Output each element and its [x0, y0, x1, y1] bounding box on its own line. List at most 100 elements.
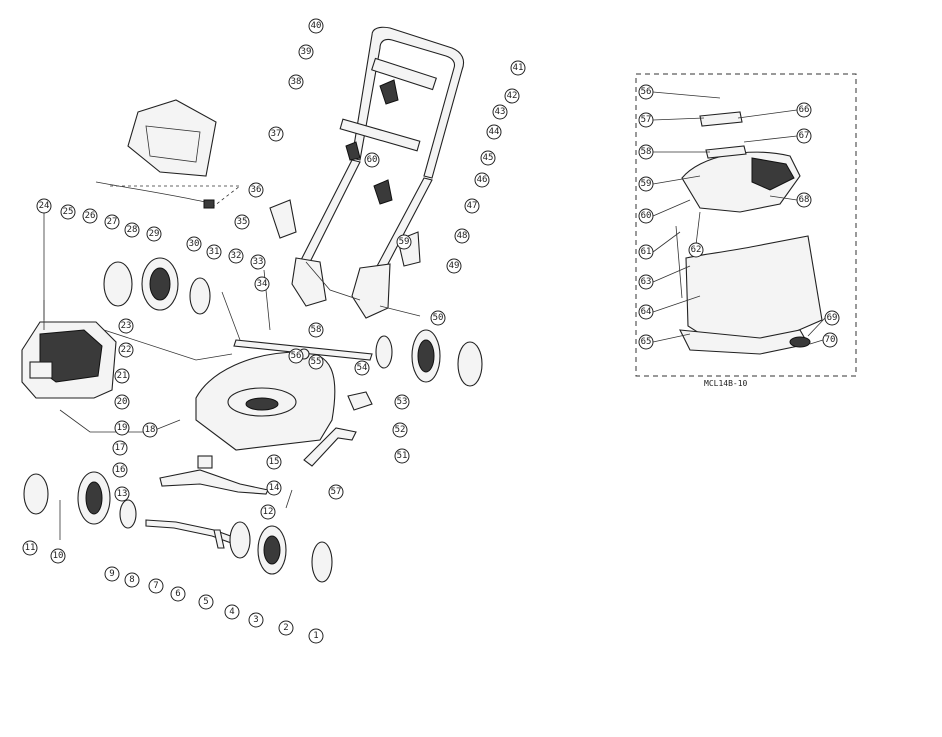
callout-30: 30 — [186, 236, 202, 252]
svg-text:58: 58 — [311, 325, 322, 335]
svg-text:28: 28 — [127, 225, 138, 235]
grass-bag-top — [127, 99, 217, 177]
svg-text:21: 21 — [117, 371, 128, 381]
callout-45: 45 — [480, 150, 496, 166]
callout-60: 60 — [364, 152, 380, 168]
inset-caption: MCL14B-10 — [704, 379, 748, 388]
callout-20: 20 — [114, 394, 130, 410]
svg-text:53: 53 — [397, 397, 408, 407]
callout-17: 17 — [112, 440, 128, 456]
svg-text:16: 16 — [115, 465, 126, 475]
grass-catcher-inset: 56 57 58 59 60 61 62 63 64 65 66 67 68 6… — [635, 73, 857, 388]
svg-text:54: 54 — [357, 363, 368, 373]
callout-29: 29 — [146, 226, 162, 242]
inset-callout-70: 70 — [822, 332, 838, 348]
callouts-main: 1 2 3 4 5 6 7 8 9 10 11 12 13 14 15 16 1… — [22, 18, 526, 644]
callout-1: 1 — [308, 628, 324, 644]
svg-text:46: 46 — [477, 175, 488, 185]
callout-11: 11 — [22, 540, 38, 556]
callout-36: 36 — [248, 182, 264, 198]
svg-text:9: 9 — [109, 569, 114, 579]
svg-text:56: 56 — [291, 351, 302, 361]
svg-text:6: 6 — [175, 589, 180, 599]
callout-51: 51 — [394, 448, 410, 464]
svg-text:22: 22 — [121, 345, 132, 355]
svg-text:30: 30 — [189, 239, 200, 249]
callout-15: 15 — [266, 454, 282, 470]
svg-text:1: 1 — [313, 631, 318, 641]
inset-callout-57: 57 — [638, 112, 654, 128]
callout-50: 50 — [430, 310, 446, 326]
svg-text:59: 59 — [399, 237, 410, 247]
callout-19: 19 — [114, 420, 130, 436]
inset-leader-lines — [652, 91, 826, 345]
svg-text:31: 31 — [209, 247, 220, 257]
blade — [159, 455, 269, 495]
callout-6: 6 — [170, 586, 186, 602]
svg-text:37: 37 — [271, 129, 282, 139]
callouts-inset: 56 57 58 59 60 61 62 63 64 65 66 67 68 6… — [638, 84, 840, 350]
svg-text:57: 57 — [331, 487, 342, 497]
mower-deck — [195, 351, 336, 451]
callout-42: 42 — [504, 88, 520, 104]
svg-text:47: 47 — [467, 201, 478, 211]
callout-53: 53 — [394, 394, 410, 410]
svg-text:65: 65 — [641, 337, 652, 347]
upper-handle — [299, 26, 465, 303]
svg-text:33: 33 — [253, 257, 264, 267]
wheels — [23, 257, 483, 583]
callout-58: 58 — [308, 322, 324, 338]
front-axle — [145, 519, 237, 549]
callout-4: 4 — [224, 604, 240, 620]
callout-14: 14 — [266, 480, 282, 496]
svg-text:36: 36 — [251, 185, 262, 195]
svg-text:8: 8 — [129, 575, 134, 585]
callout-13: 13 — [114, 486, 130, 502]
callout-47: 47 — [464, 198, 480, 214]
svg-text:49: 49 — [449, 261, 460, 271]
rear-flap-bracket — [303, 391, 373, 467]
svg-text:48: 48 — [457, 231, 468, 241]
svg-text:38: 38 — [291, 77, 302, 87]
svg-text:40: 40 — [311, 21, 322, 31]
svg-text:67: 67 — [799, 131, 810, 141]
callout-31: 31 — [206, 244, 222, 260]
inset-callout-60: 60 — [638, 208, 654, 224]
callout-55: 55 — [308, 354, 324, 370]
callout-44: 44 — [486, 124, 502, 140]
svg-text:39: 39 — [301, 47, 312, 57]
svg-text:51: 51 — [397, 451, 408, 461]
inset-callout-59: 59 — [638, 176, 654, 192]
callout-33: 33 — [250, 254, 266, 270]
callout-23: 23 — [118, 318, 134, 334]
svg-text:32: 32 — [231, 251, 242, 261]
callout-28: 28 — [124, 222, 140, 238]
svg-text:56: 56 — [641, 87, 652, 97]
svg-text:17: 17 — [115, 443, 126, 453]
callout-10: 10 — [50, 548, 66, 564]
callout-52: 52 — [392, 422, 408, 438]
callout-37: 37 — [268, 126, 284, 142]
svg-text:60: 60 — [367, 155, 378, 165]
callout-22: 22 — [118, 342, 134, 358]
svg-text:25: 25 — [63, 207, 74, 217]
svg-text:10: 10 — [53, 551, 64, 561]
callout-54: 54 — [354, 360, 370, 376]
callout-32: 32 — [228, 248, 244, 264]
svg-text:62: 62 — [691, 245, 702, 255]
svg-text:11: 11 — [25, 543, 36, 553]
callout-3: 3 — [248, 612, 264, 628]
inset-callout-58: 58 — [638, 144, 654, 160]
svg-text:13: 13 — [117, 489, 128, 499]
callout-26: 26 — [82, 208, 98, 224]
callout-9: 9 — [104, 566, 120, 582]
callout-27: 27 — [104, 214, 120, 230]
svg-text:59: 59 — [641, 179, 652, 189]
svg-text:5: 5 — [203, 597, 208, 607]
callout-24: 24 — [36, 198, 52, 214]
svg-text:26: 26 — [85, 211, 96, 221]
callout-48: 48 — [454, 228, 470, 244]
svg-text:27: 27 — [107, 217, 118, 227]
inset-callout-64: 64 — [638, 304, 654, 320]
